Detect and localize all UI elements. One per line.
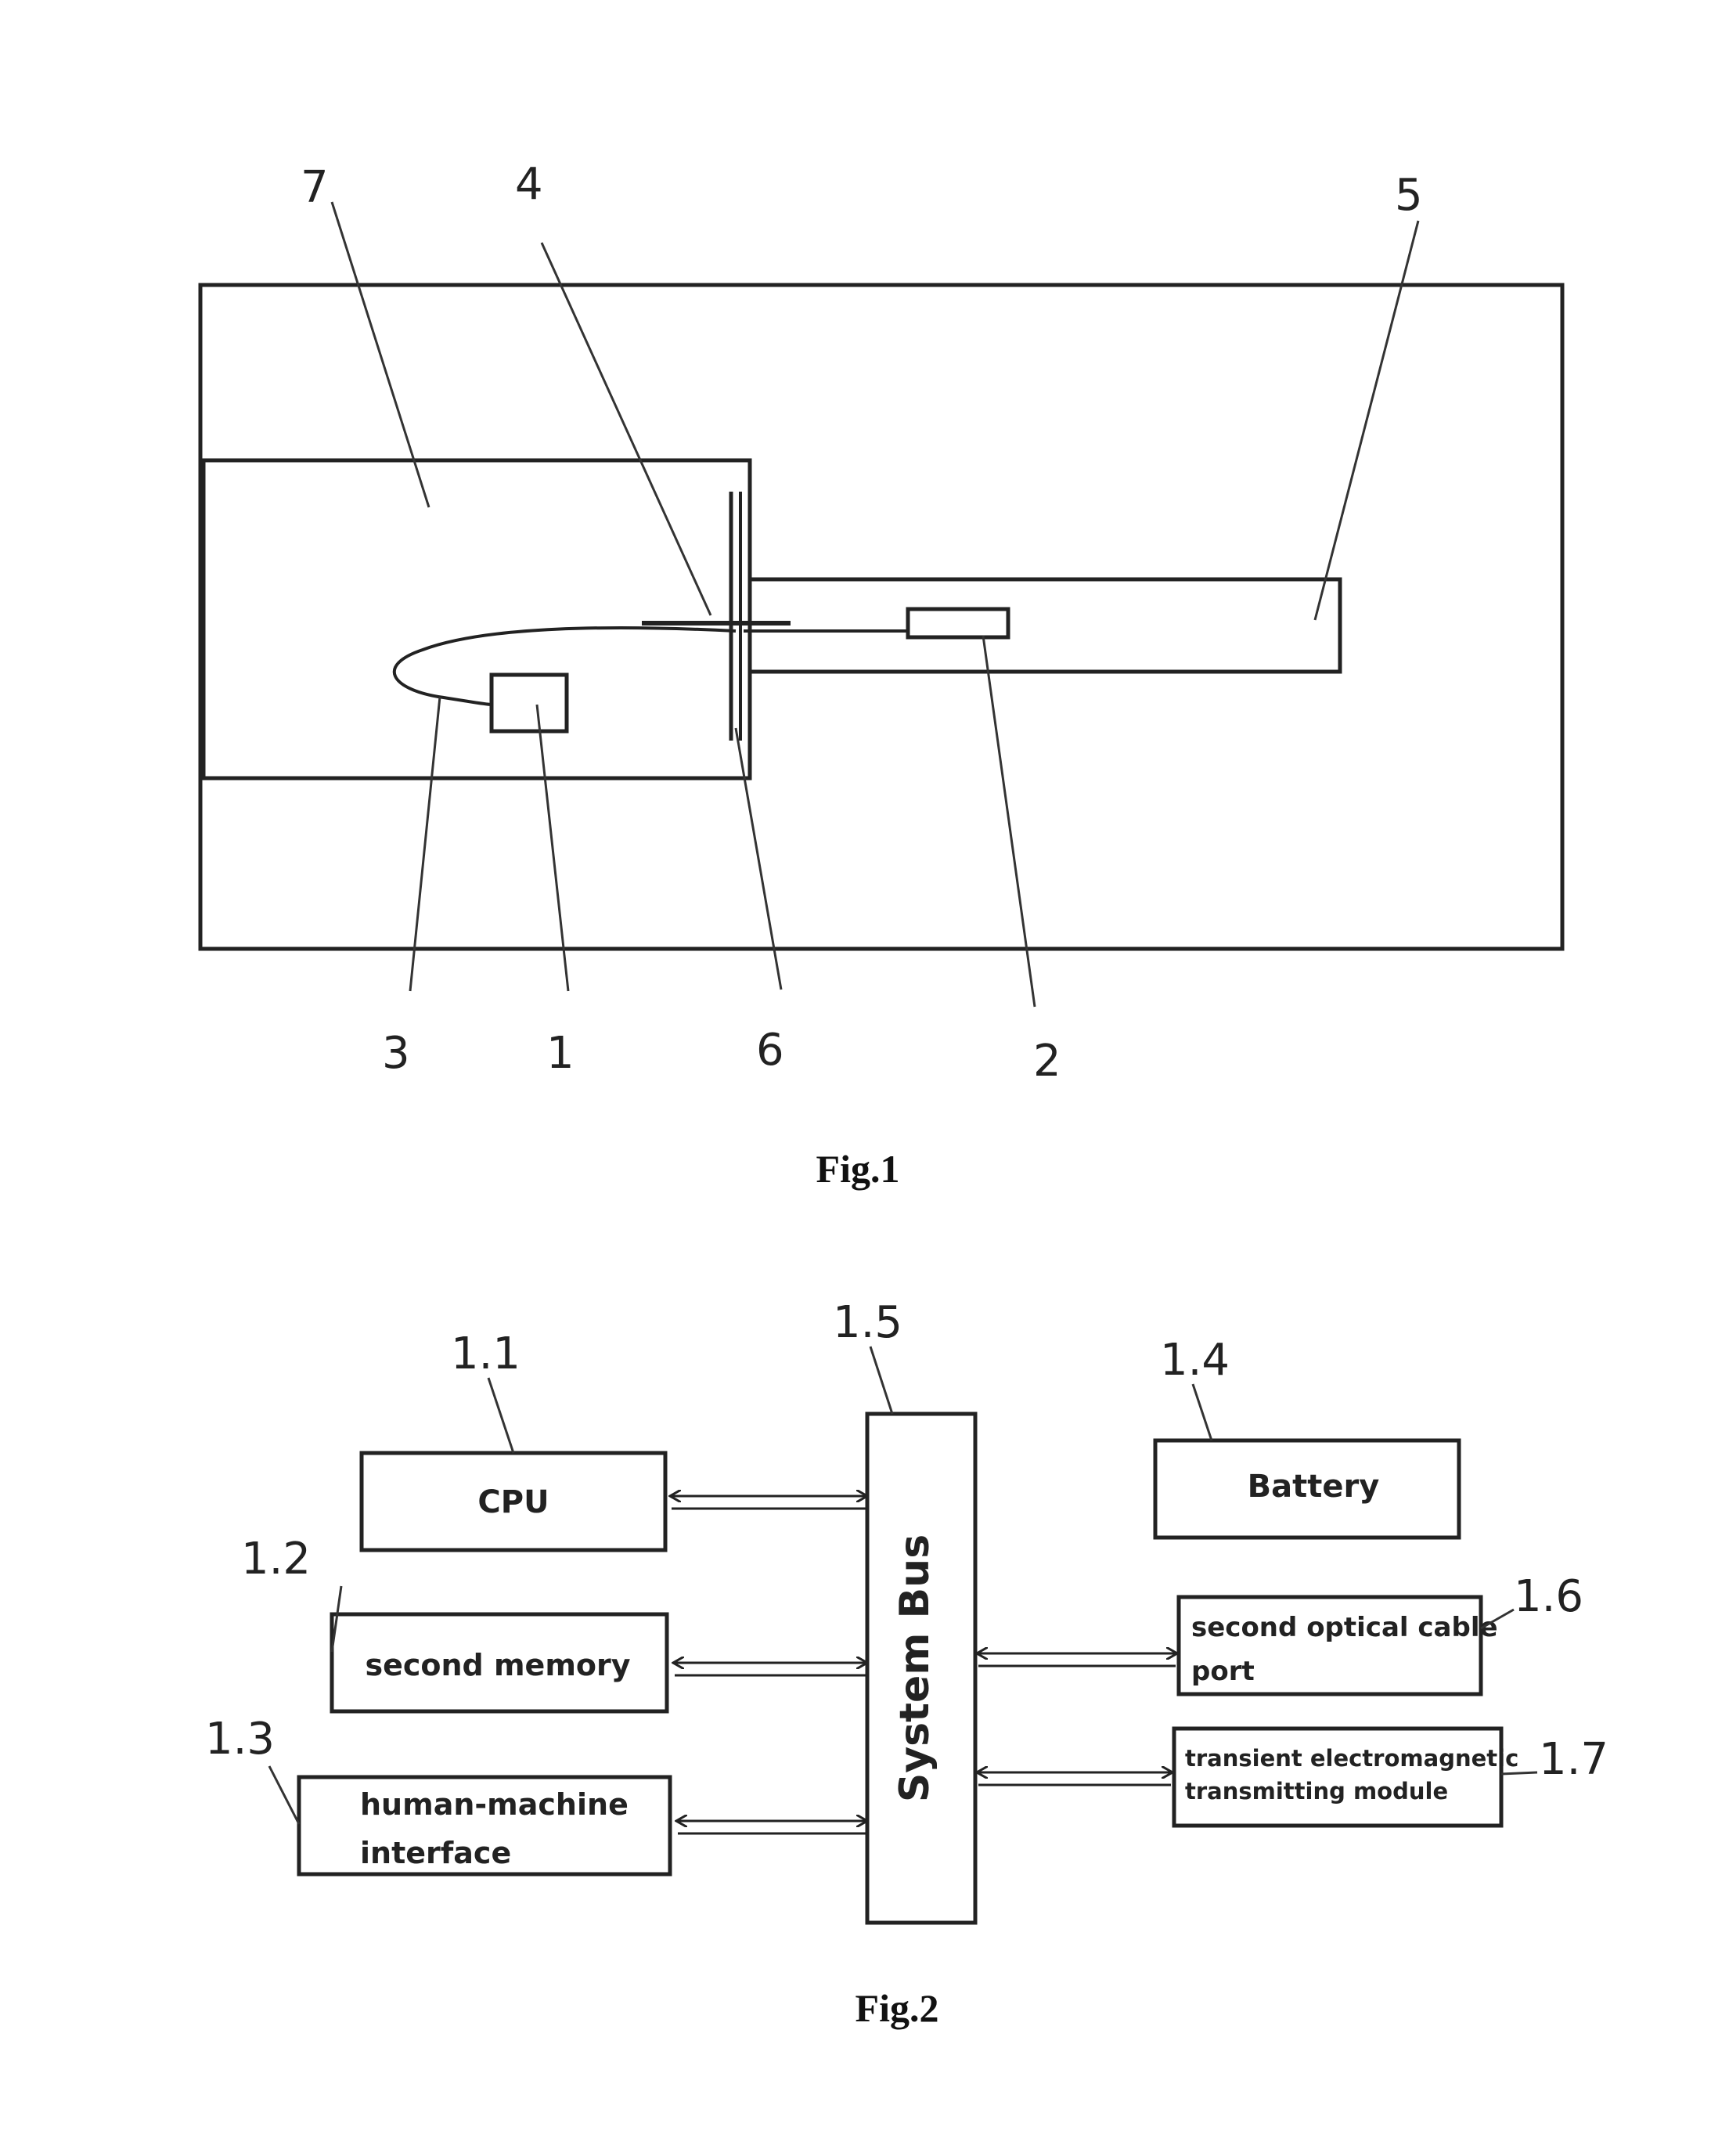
- ref-1: 1: [546, 1028, 575, 1079]
- battery-label: Battery: [1248, 1469, 1380, 1505]
- ref-1-5: 1.5: [833, 1297, 902, 1348]
- leader-1-3: [269, 1766, 299, 1824]
- arrow-bus-optical: [978, 1653, 1176, 1666]
- ref-1-3: 1.3: [205, 1714, 275, 1765]
- ref-5: 5: [1395, 170, 1423, 221]
- system-bus-label: System Bus: [892, 1534, 938, 1802]
- fig2-caption: Fig.2: [856, 1986, 939, 2030]
- component-2-box: [908, 609, 1008, 637]
- ref-4: 4: [515, 159, 543, 210]
- transient-module-label-line2: transmitting module: [1185, 1778, 1448, 1804]
- optical-port-label-line1: second optical cable: [1191, 1612, 1498, 1643]
- leader-1-1: [488, 1378, 513, 1453]
- figure-2: System Bus 1.5 CPU 1.1 second memory 1.2…: [205, 1297, 1608, 2030]
- transient-module-box: [1174, 1729, 1501, 1826]
- leader-1-5: [870, 1347, 892, 1414]
- ref-1-4: 1.4: [1160, 1335, 1230, 1386]
- arrow-memory-bus: [675, 1663, 866, 1675]
- leader-1-7: [1501, 1772, 1537, 1774]
- fig1-caption: Fig.1: [816, 1147, 900, 1191]
- ref-1-6: 1.6: [1514, 1571, 1583, 1622]
- optical-port-label-line2: port: [1191, 1656, 1255, 1687]
- hmi-label-line2: interface: [360, 1836, 511, 1870]
- ref-2: 2: [1033, 1036, 1061, 1087]
- leader-2: [983, 636, 1035, 1007]
- arrow-bus-transient: [978, 1772, 1171, 1785]
- leader-1-4: [1193, 1384, 1212, 1440]
- cpu-label: CPU: [477, 1484, 549, 1520]
- leader-4: [542, 243, 711, 615]
- component-7-box: [204, 460, 750, 778]
- transient-module-label-line1: transient electromagnetic: [1185, 1745, 1518, 1772]
- component-5-box: [750, 579, 1340, 672]
- ref-1-1: 1.1: [451, 1329, 521, 1379]
- arrow-cpu-bus: [672, 1496, 866, 1509]
- ref-6: 6: [756, 1025, 784, 1076]
- figure-1: 7 4 5 3 1 6 2 Fig.1: [200, 159, 1562, 1191]
- hmi-label-line1: human-machine: [360, 1787, 629, 1822]
- arrow-hmi-bus: [678, 1821, 866, 1833]
- second-memory-label: second memory: [365, 1648, 630, 1682]
- ref-7: 7: [301, 162, 329, 213]
- ref-1-2: 1.2: [241, 1534, 311, 1585]
- ref-1-7: 1.7: [1539, 1734, 1608, 1785]
- ref-3: 3: [382, 1028, 410, 1079]
- leader-5: [1315, 221, 1418, 620]
- outer-frame: [200, 285, 1562, 949]
- component-1-box: [492, 675, 567, 731]
